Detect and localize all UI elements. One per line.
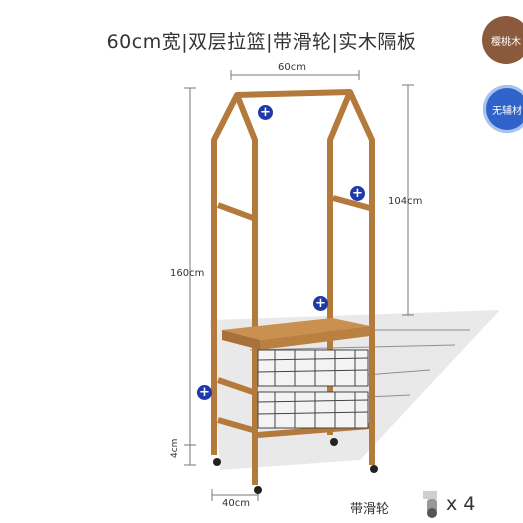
wooden-frame [211, 89, 375, 485]
wooden-shelf-front [222, 330, 260, 350]
wooden-shelf-side [260, 326, 370, 350]
caster-label: 带滑轮 [350, 502, 390, 517]
wheel-height-dimension: 4cm [170, 438, 180, 458]
wood-type-label: 樱桃木 [491, 36, 521, 48]
hotspot-right[interactable]: + [350, 186, 365, 201]
caster-icon [423, 491, 437, 518]
wire-baskets [257, 349, 369, 429]
upper-height-dimension: 104cm [388, 196, 423, 207]
caster-wheels [213, 438, 378, 494]
dimension-lines [184, 70, 414, 501]
total-height-dimension: 160cm [170, 268, 205, 279]
depth-dimension: 40cm [222, 498, 250, 509]
width-dimension: 60cm [278, 62, 306, 73]
hotspot-top[interactable]: + [258, 105, 273, 120]
material-badge[interactable]: 无辅材 [483, 85, 523, 133]
product-title: 60cm宽|双层拉篮|带滑轮|实木隔板 [106, 31, 417, 53]
material-label: 无辅材 [492, 105, 522, 117]
hotspot-shelf[interactable]: + [313, 296, 328, 311]
caster-count: x 4 [446, 493, 476, 515]
hotspot-left[interactable]: + [197, 385, 212, 400]
wood-type-badge[interactable]: 樱桃木 [482, 16, 523, 64]
wooden-shelf [222, 318, 370, 340]
